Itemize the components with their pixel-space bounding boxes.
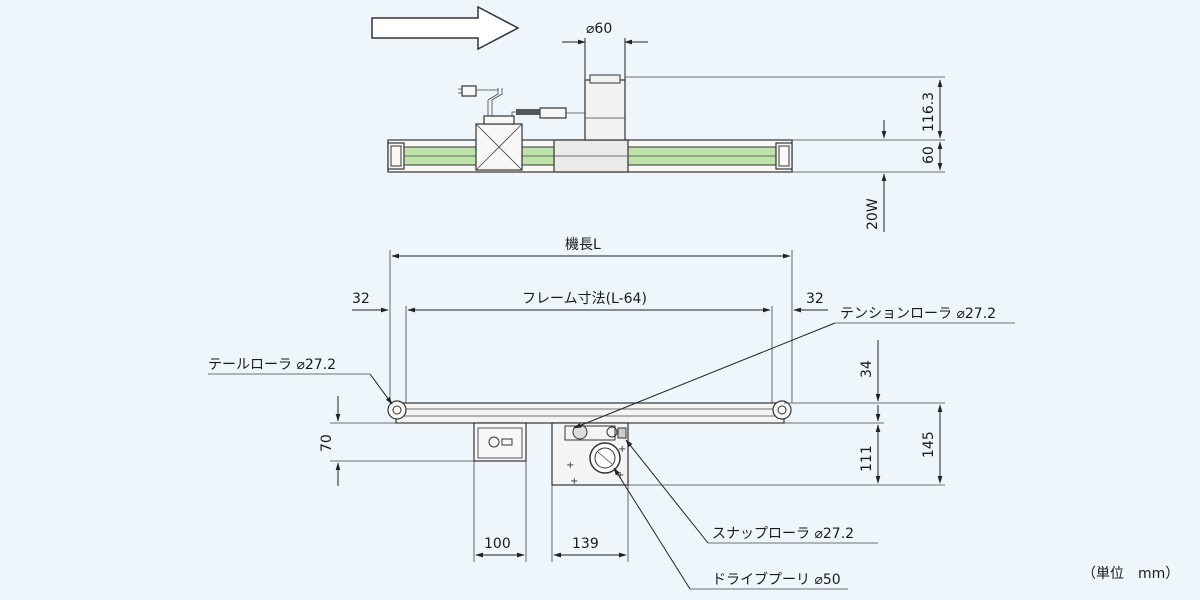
top-dimensions: ⌀60 116.3 60 20W xyxy=(562,21,945,232)
svg-text:+: + xyxy=(570,476,578,487)
svg-text:+: + xyxy=(616,470,624,481)
side-view: + + + + xyxy=(387,400,792,487)
drive-pulley-label: ドライブプーリ ⌀50 xyxy=(712,571,841,588)
svg-text:+: + xyxy=(618,444,626,455)
machine-length-label: 機長L xyxy=(565,237,601,253)
dim-100-label: 100 xyxy=(484,536,511,552)
side-frame xyxy=(395,402,785,424)
top-view xyxy=(387,74,793,173)
direction-arrow-icon xyxy=(371,5,520,51)
dim-60-label: 60 xyxy=(921,146,937,164)
side-controller xyxy=(473,422,527,462)
dim-32-left-label: 32 xyxy=(352,291,370,307)
dim-20w-label: 20W xyxy=(865,198,881,230)
tail-roller-label: テールローラ ⌀27.2 xyxy=(208,357,336,373)
diameter-60-label: ⌀60 xyxy=(586,21,612,37)
dim-116-3-label: 116.3 xyxy=(921,92,937,132)
side-dimensions: 機長L フレーム寸法(L-64) 32 32 テンションローラ ⌀27.2 テー… xyxy=(208,237,1179,590)
dim-32-right-label: 32 xyxy=(806,291,824,307)
dim-111-label: 111 xyxy=(859,445,875,472)
head-roller xyxy=(772,400,792,420)
dim-70-label: 70 xyxy=(319,434,335,452)
frame-dimension-label: フレーム寸法(L-64) xyxy=(522,291,647,307)
unit-label: （単位 mm） xyxy=(1082,566,1179,582)
top-motor xyxy=(584,79,626,141)
snap-roller-label: スナップローラ ⌀27.2 xyxy=(712,526,854,542)
dim-34-label: 34 xyxy=(859,360,875,378)
tension-roller-label: テンションローラ ⌀27.2 xyxy=(840,306,996,322)
tail-roller xyxy=(387,400,407,420)
svg-text:+: + xyxy=(566,460,574,471)
dim-139-label: 139 xyxy=(572,536,599,552)
dim-145-label: 145 xyxy=(921,431,937,458)
